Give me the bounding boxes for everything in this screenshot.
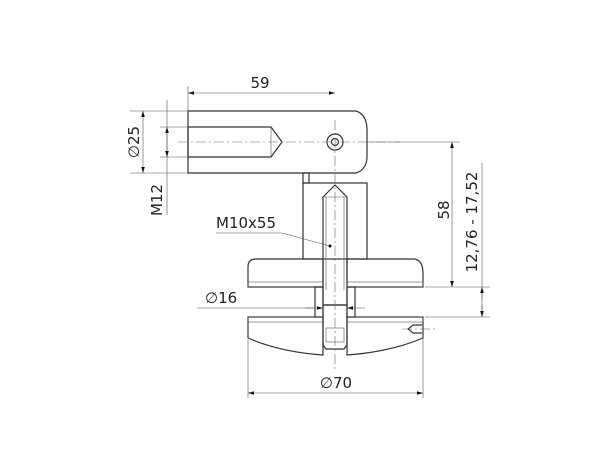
- upper-disc: [247, 258, 424, 288]
- screw-callout: M10x55: [216, 214, 332, 248]
- dim-m12: M12: [148, 100, 188, 216]
- dim-59-label: 59: [250, 74, 269, 92]
- dim-diameter-25: ∅25: [125, 110, 188, 174]
- dim-diameter-16: ∅16: [197, 289, 365, 310]
- dim-59: 59: [187, 74, 335, 111]
- dim-70-label: ∅70: [320, 374, 352, 392]
- dim-25-label: ∅25: [125, 126, 143, 158]
- screw-label: M10x55: [216, 214, 276, 232]
- dim-glass-thickness: 12,76 - 17,52: [463, 163, 484, 317]
- dim-58: 58: [367, 141, 490, 318]
- lower-disc: [247, 120, 435, 370]
- arm-section: [178, 110, 400, 174]
- dim-58-label: 58: [435, 200, 453, 219]
- dim-16-label: ∅16: [205, 289, 237, 307]
- dim-glass-label: 12,76 - 17,52: [463, 172, 481, 273]
- dim-diameter-70: ∅70: [247, 336, 424, 398]
- dim-m12-label: M12: [148, 184, 166, 216]
